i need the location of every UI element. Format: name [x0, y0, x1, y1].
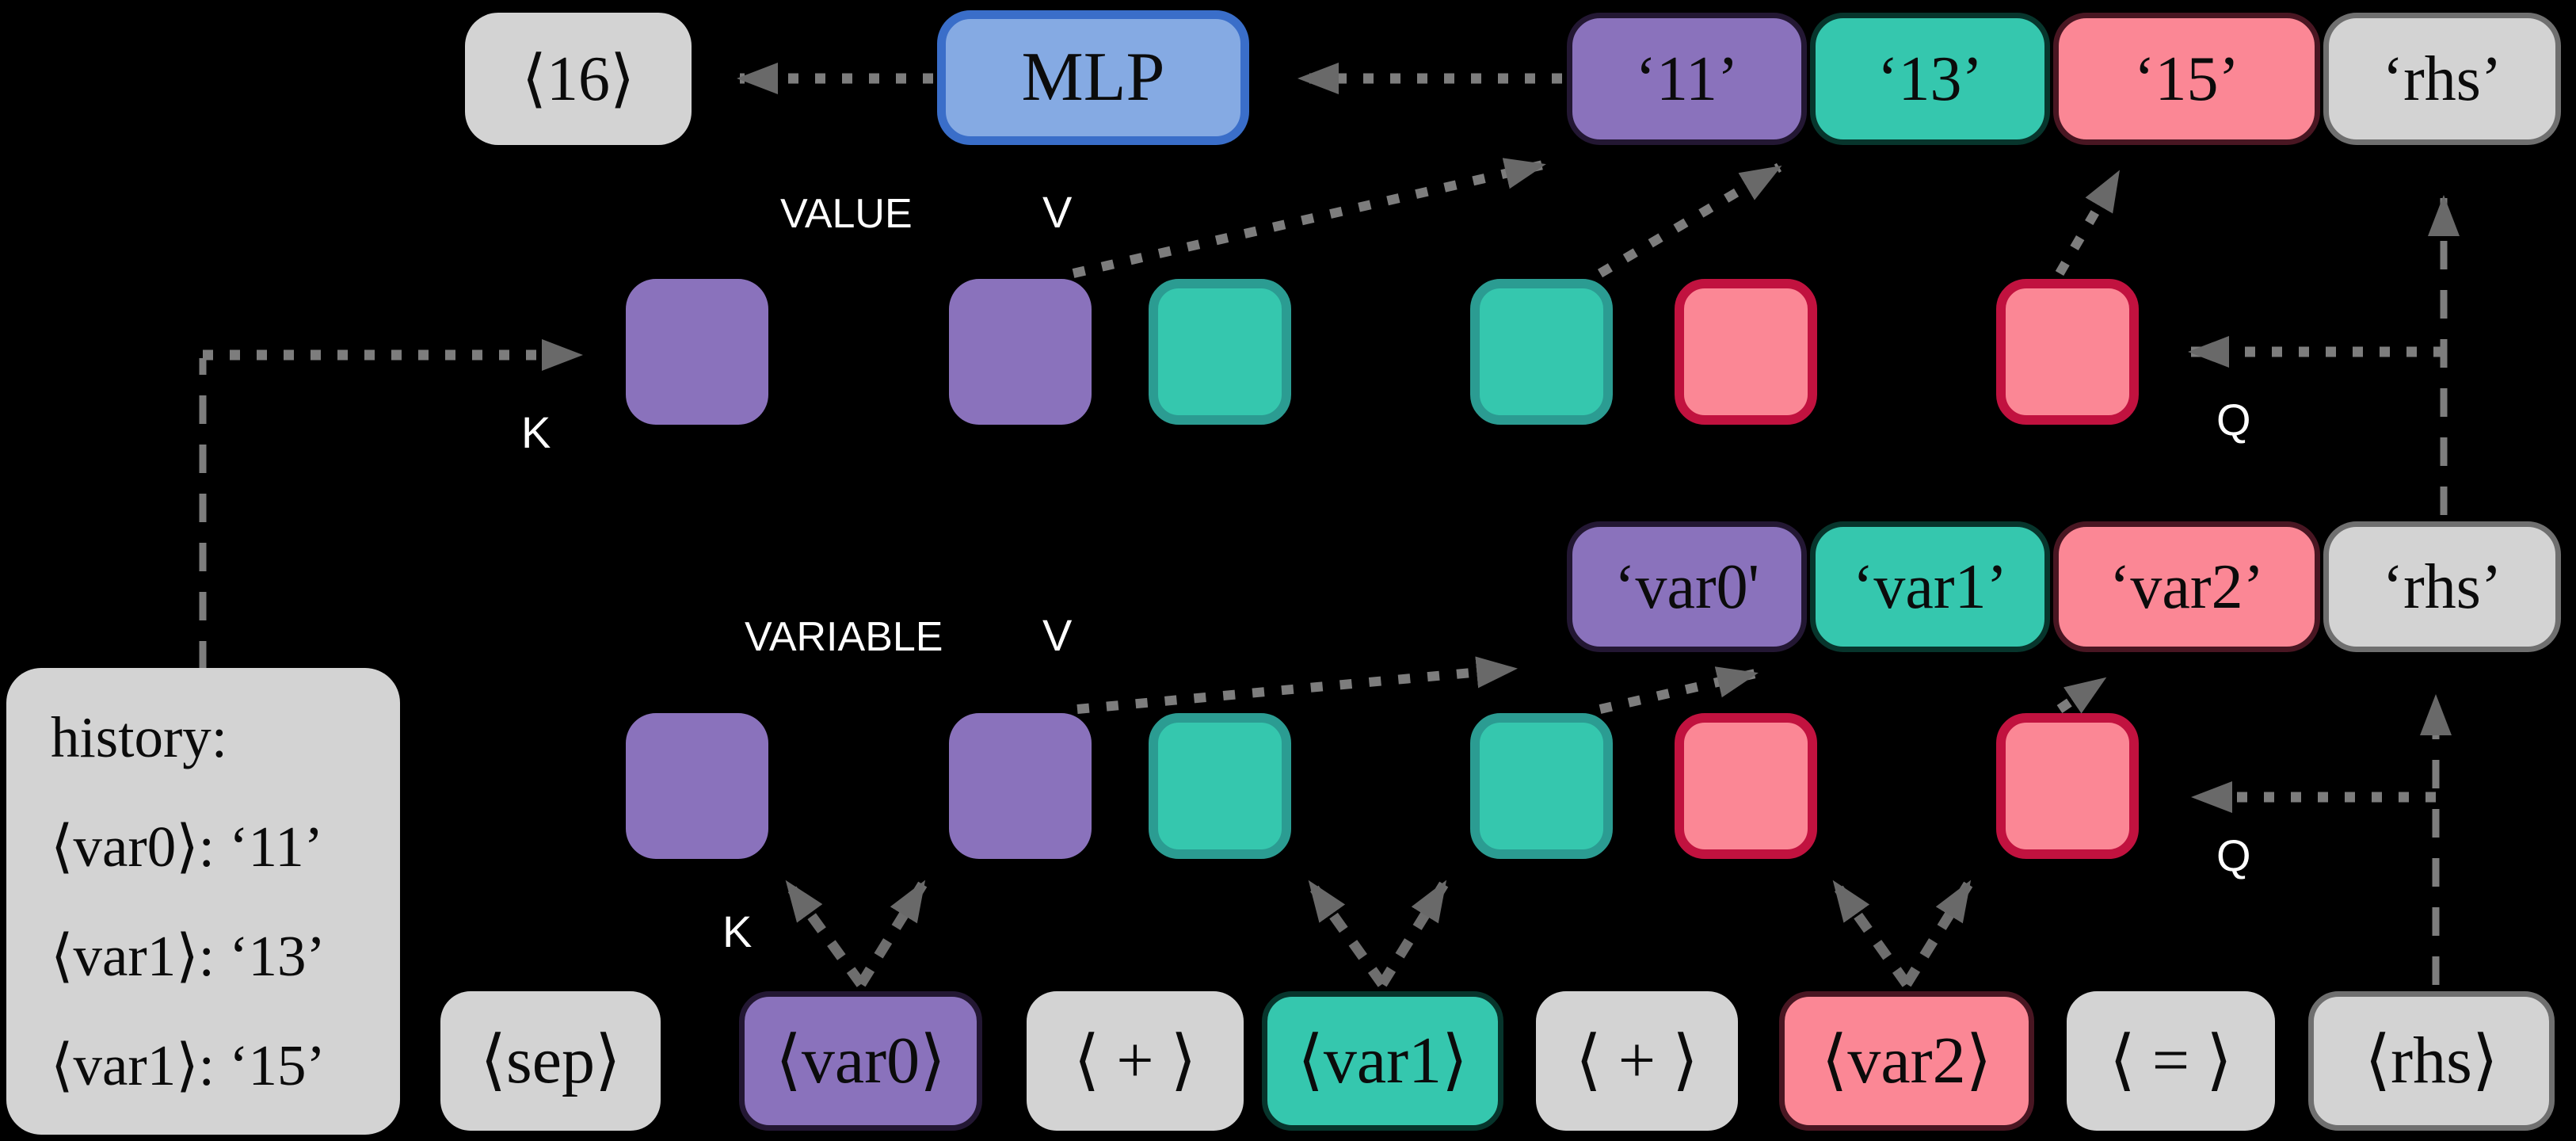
history-panel: history: ⟨var0⟩: ‘11’ ⟨var1⟩: ‘13’ ⟨var1… — [6, 668, 400, 1135]
value-v-label: V — [1042, 187, 1073, 237]
input-token-equals: ⟨ = ⟩ — [2067, 991, 2275, 1131]
arrow-variable-v-to-var1 — [1599, 666, 1759, 714]
variable-output-var2: ‘var2’ — [2053, 521, 2320, 652]
input-token-sep: ⟨sep⟩ — [440, 991, 661, 1131]
arrow-variable-v-to-var0 — [1077, 656, 1518, 714]
value-square-3-teal — [1149, 279, 1291, 425]
variable-output-var1: ‘var1’ — [1810, 521, 2050, 652]
history-line-title: history: — [51, 704, 228, 769]
arrow-var0-to-square2 — [856, 880, 928, 987]
value-square-4-teal — [1470, 279, 1613, 425]
value-square-1-purple — [626, 279, 768, 425]
value-q-label: Q — [2216, 395, 2251, 445]
input-token-var0: ⟨var0⟩ — [739, 991, 982, 1131]
variable-square-2-purple — [949, 713, 1092, 859]
variable-head-label: VARIABLE — [745, 614, 943, 660]
arrow-var1-to-square3 — [1305, 880, 1387, 987]
variable-square-3-teal — [1149, 713, 1291, 859]
value-k-label: K — [521, 407, 551, 457]
value-output-rhs: ‘rhs’ — [2323, 13, 2561, 145]
variable-square-1-purple — [626, 713, 768, 859]
value-output-15: ‘15’ — [2053, 13, 2320, 145]
mlp-box: MLP — [937, 10, 1249, 145]
input-token-var1: ⟨var1⟩ — [1262, 991, 1503, 1131]
arrow-value-v-to-13 — [1597, 162, 1782, 278]
input-token-plus-2: ⟨ + ⟩ — [1536, 991, 1738, 1131]
input-token-var2: ⟨var2⟩ — [1779, 991, 2034, 1131]
history-line-var1: ⟨var1⟩: ‘13’ — [51, 924, 326, 989]
variable-square-6-pink — [1996, 713, 2139, 859]
variable-square-5-pink — [1675, 713, 1817, 859]
variable-v-label: V — [1042, 610, 1073, 660]
value-output-13: ‘13’ — [1810, 13, 2050, 145]
arrow-variable-v-to-var2 — [2056, 675, 2107, 714]
variable-output-var0: ‘var0' — [1567, 521, 1807, 652]
input-token-rhs: ⟨rhs⟩ — [2308, 991, 2555, 1131]
arrow-value-v-to-11 — [1072, 158, 1546, 278]
variable-k-label: K — [722, 906, 753, 956]
arrow-var2-to-square6 — [1902, 880, 1974, 987]
arrow-var2-to-square5 — [1830, 880, 1911, 987]
value-output-11: ‘11’ — [1567, 13, 1807, 145]
arrow-var0-to-square1 — [783, 880, 866, 987]
arrow-var1-to-square4 — [1378, 880, 1450, 987]
value-square-5-pink — [1675, 279, 1817, 425]
input-token-plus-1: ⟨ + ⟩ — [1027, 991, 1244, 1131]
variable-square-4-teal — [1470, 713, 1613, 859]
value-square-6-pink — [1996, 279, 2139, 425]
variable-q-label: Q — [2216, 830, 2251, 880]
variable-output-rhs: ‘rhs’ — [2323, 521, 2561, 652]
output-token-16: ⟨16⟩ — [465, 13, 692, 145]
arrow-value-v-to-15 — [2055, 170, 2123, 277]
history-line-var1b: ⟨var1⟩: ‘15’ — [51, 1033, 326, 1098]
history-line-var0: ⟨var0⟩: ‘11’ — [51, 814, 324, 879]
value-square-2-purple — [949, 279, 1092, 425]
value-head-label: VALUE — [780, 191, 913, 237]
